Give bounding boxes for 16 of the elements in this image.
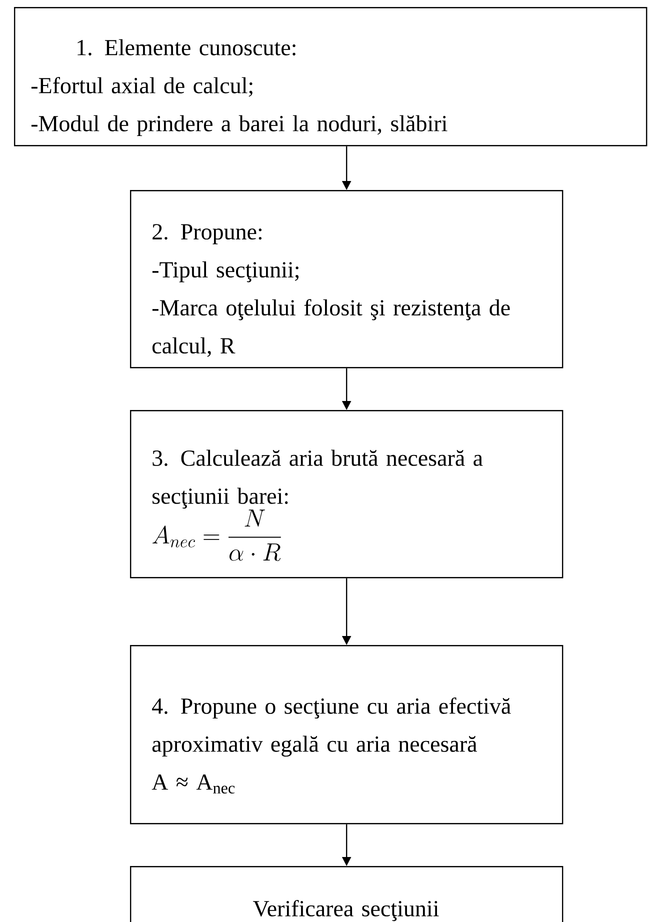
step-text: -Modul de prindere a barei la noduri, slăbiri xyxy=(31,115,448,136)
step-text: A ≈ A$_{nec}$ xyxy=(152,774,235,794)
step-text: 4. Propune o secţiune cu aria efectivă aproximativ egală cu aria necesară xyxy=(152,697,511,757)
formula: $A_{nec} = \frac{N}{\alpha \cdot R}$ xyxy=(152,510,281,562)
step-heading: 1. Elemente cunoscute: xyxy=(78,39,296,56)
step-text: -Tipul secţiunii; xyxy=(152,261,299,282)
process-box xyxy=(14,7,648,146)
process-box xyxy=(130,866,564,922)
process-box xyxy=(130,645,564,824)
step-text: Verificarea secţiunii xyxy=(253,900,439,922)
step-text: -Efortul axial de calcul; xyxy=(31,76,252,97)
step-text: -Marca oţelului folosit şi rezistenţa de calcul, R xyxy=(152,299,510,357)
process-box xyxy=(130,190,564,368)
process-box xyxy=(130,410,564,578)
step-text: 3. Calculează aria brută necesară a secţiunii barei: xyxy=(152,450,483,509)
step-text: 2. Propune: xyxy=(152,224,262,244)
